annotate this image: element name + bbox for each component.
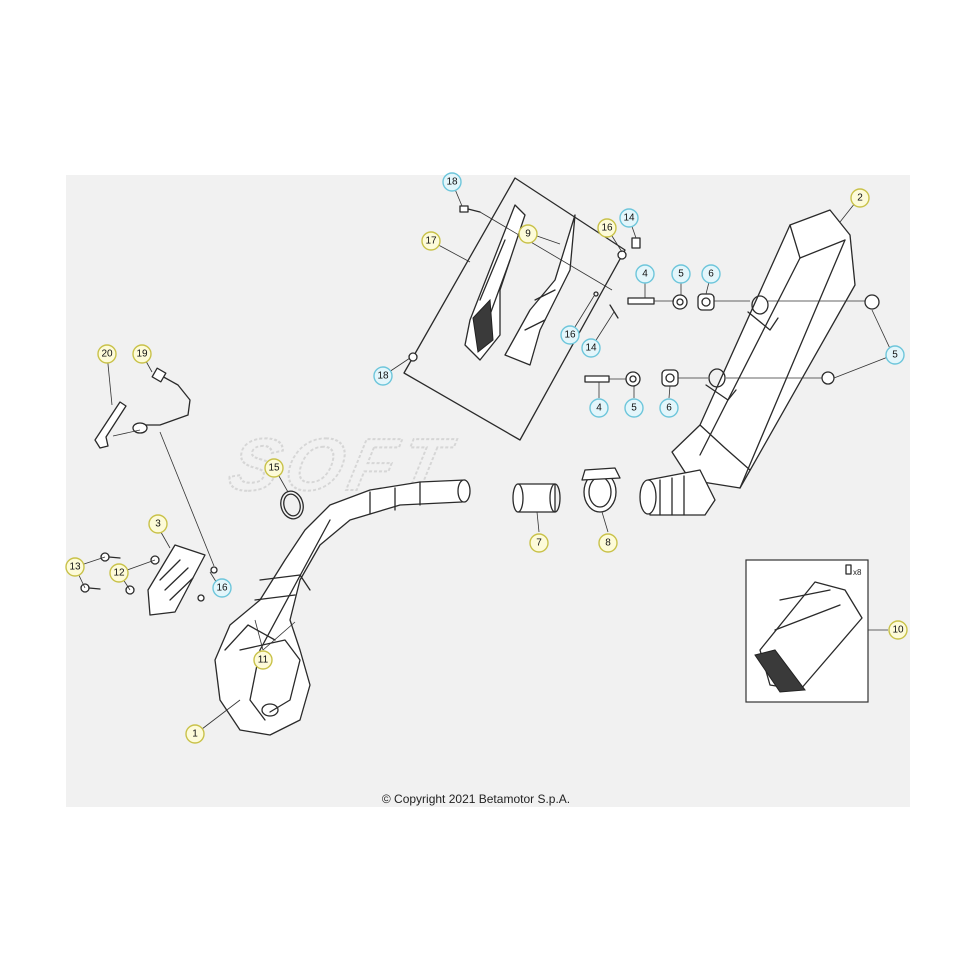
svg-text:10: 10 [892, 625, 904, 636]
svg-text:4: 4 [642, 269, 648, 280]
svg-text:1: 1 [192, 729, 198, 740]
callout-20: 20 [97, 344, 117, 364]
callout-10: 10 [888, 620, 908, 640]
callout-6-upper: 6 [701, 264, 721, 284]
svg-text:5: 5 [631, 403, 637, 414]
callout-14-upper: 14 [619, 208, 639, 228]
callout-14-lower: 14 [581, 338, 601, 358]
callout-9: 9 [518, 224, 538, 244]
callout-13: 13 [65, 557, 85, 577]
callout-6-lower: 6 [659, 398, 679, 418]
svg-text:6: 6 [708, 269, 714, 280]
clamp-part [581, 467, 621, 513]
header-pipe-part [214, 479, 471, 736]
callout-16-middle: 16 [560, 325, 580, 345]
callout-12: 12 [109, 563, 129, 583]
svg-text:5: 5 [678, 269, 684, 280]
muffler-part [671, 209, 856, 489]
protector-fasteners [408, 205, 641, 362]
svg-text:18: 18 [446, 177, 458, 188]
callout-4-lower: 4 [589, 398, 609, 418]
gasket-ring-part [280, 490, 304, 520]
svg-text:19: 19 [136, 349, 148, 360]
svg-text:14: 14 [623, 213, 635, 224]
callout-18-upper: 18 [442, 172, 462, 192]
svg-text:16: 16 [601, 223, 613, 234]
svg-text:8: 8 [605, 538, 611, 549]
lower-mount-hardware [584, 369, 835, 387]
callout-16-upper: 16 [597, 218, 617, 238]
svg-text:16: 16 [216, 583, 228, 594]
optional-cover-kit: x8 [745, 559, 869, 703]
bracket-part [94, 401, 127, 449]
svg-text:4: 4 [596, 403, 602, 414]
svg-text:17: 17 [425, 236, 437, 247]
svg-text:13: 13 [69, 562, 81, 573]
callout-8: 8 [598, 533, 618, 553]
callout-7: 7 [529, 533, 549, 553]
svg-text:2: 2 [857, 193, 863, 204]
svg-text:14: 14 [585, 343, 597, 354]
heat-shield-part [147, 544, 206, 616]
svg-text:3: 3 [155, 519, 161, 530]
coupling-sleeve-part [512, 483, 561, 513]
callout-4-upper: 4 [635, 264, 655, 284]
callout-18-lower: 18 [373, 366, 393, 386]
svg-text:18: 18 [377, 371, 389, 382]
callout-1: 1 [185, 724, 205, 744]
kit-quantity-label: x8 [853, 568, 862, 577]
callout-11: 11 [253, 650, 273, 670]
callout-16-lower: 16 [212, 578, 232, 598]
protector-cover-part [504, 214, 576, 366]
callout-17: 17 [421, 231, 441, 251]
callout-5-right: 5 [885, 345, 905, 365]
muffler-inlet-sleeve [639, 469, 716, 516]
protector-part [464, 204, 526, 361]
svg-text:20: 20 [101, 349, 113, 360]
callout-3: 3 [148, 514, 168, 534]
callout-15: 15 [264, 458, 284, 478]
svg-text:16: 16 [564, 330, 576, 341]
callout-5-upper: 5 [671, 264, 691, 284]
svg-text:5: 5 [892, 350, 898, 361]
callout-2: 2 [850, 188, 870, 208]
svg-text:7: 7 [536, 538, 542, 549]
svg-text:11: 11 [258, 655, 269, 666]
svg-text:15: 15 [268, 463, 280, 474]
protector-group-frame [403, 177, 626, 441]
svg-text:6: 6 [666, 403, 672, 414]
callout-5-lower: 5 [624, 398, 644, 418]
callout-19: 19 [132, 344, 152, 364]
svg-text:9: 9 [525, 229, 531, 240]
upper-mount-hardware [627, 293, 880, 311]
heat-shield-screws [80, 552, 218, 602]
copyright-notice: © Copyright 2021 Betamotor S.p.A. [382, 792, 570, 806]
svg-text:12: 12 [113, 568, 125, 579]
